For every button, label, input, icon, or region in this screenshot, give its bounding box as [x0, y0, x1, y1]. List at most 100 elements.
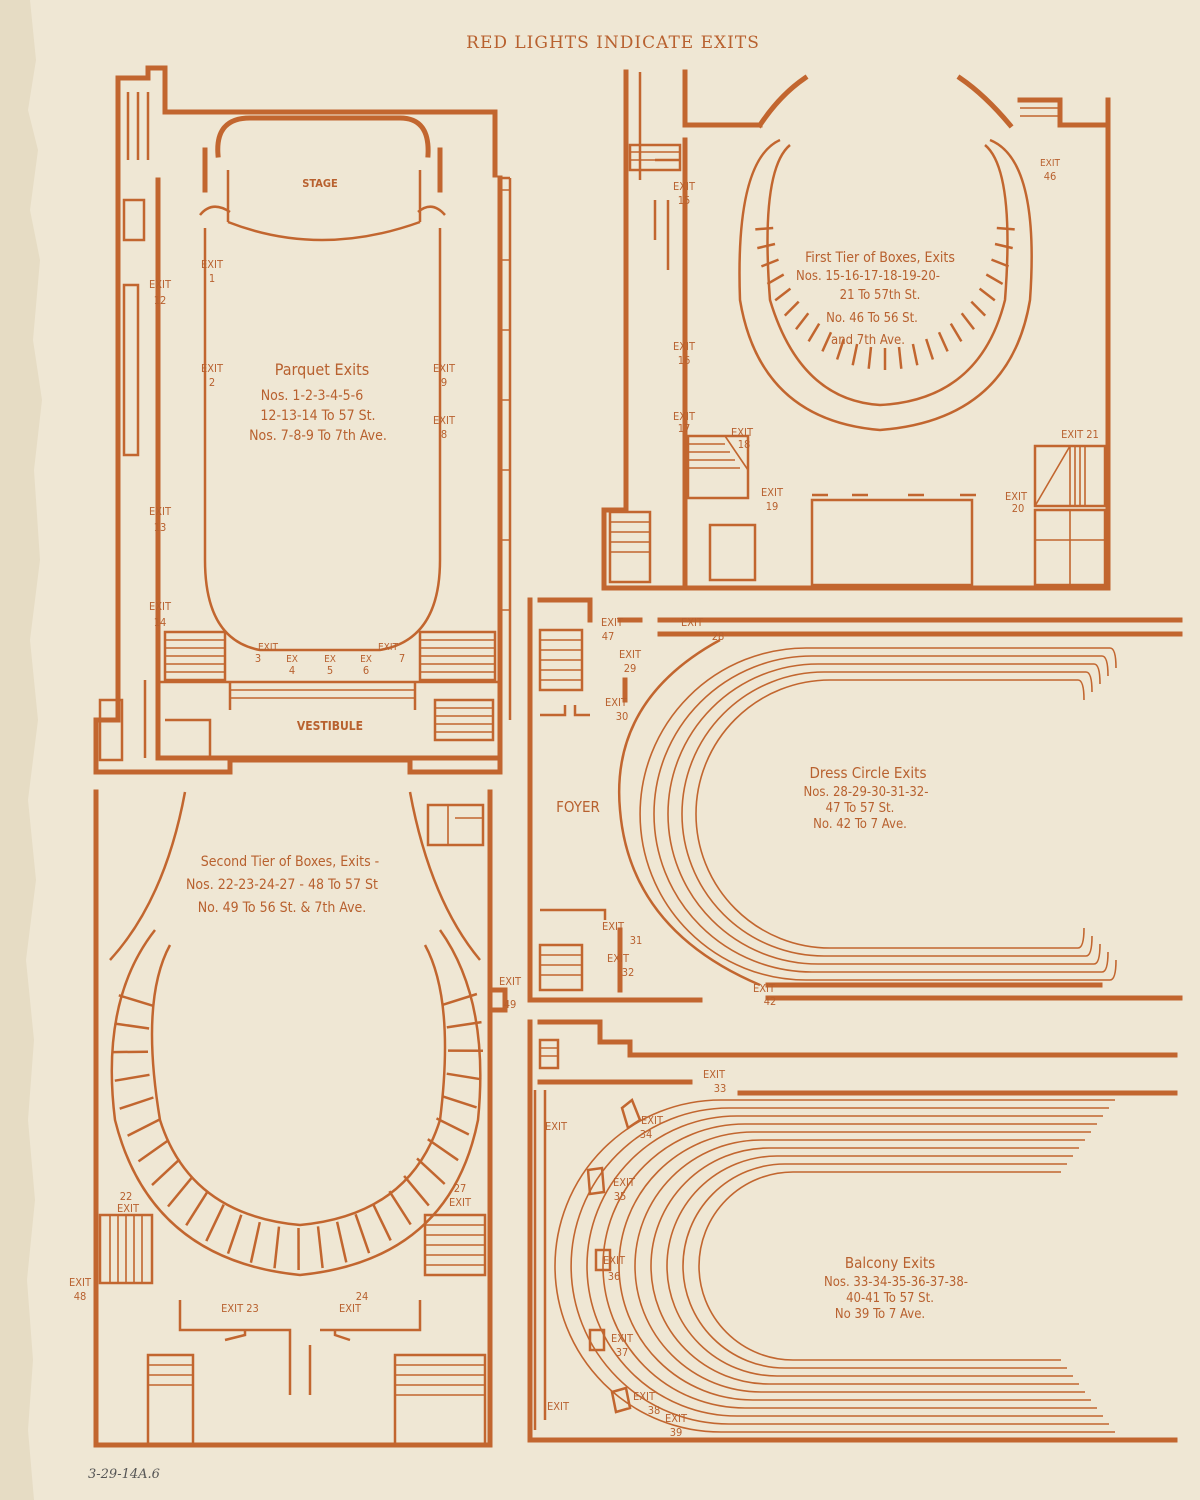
archive-annotation: 3-29-14A.6: [88, 1467, 160, 1482]
box-partition: [335, 1221, 348, 1263]
box-partition: [996, 226, 1015, 231]
box-partition: [114, 1073, 150, 1082]
box-partition: [897, 346, 903, 369]
exit-8-label: EXIT: [433, 414, 456, 427]
exit-8-number: 8: [441, 428, 447, 441]
dress-circle-plan: [527, 597, 1183, 1003]
dress-circle-seating-row: [681, 671, 1086, 957]
balcony-seating-row: [682, 1163, 1067, 1369]
exit-9-number: 9: [441, 376, 447, 389]
dress-circle-row-end: [1101, 951, 1109, 973]
box-partition: [446, 1020, 482, 1029]
first-tier-line-1: Nos. 15-16-17-18-19-20-: [796, 269, 940, 284]
exit-38-number: 38: [648, 1404, 661, 1417]
exit-6-number: 6: [363, 664, 369, 677]
box-partition: [127, 1118, 161, 1137]
exit-29-label: EXIT: [619, 648, 642, 661]
exit-47-label: EXIT: [601, 616, 624, 629]
box-partition: [760, 258, 779, 268]
dress-circle-row-end: [1077, 679, 1085, 701]
box-partition: [937, 331, 949, 352]
balcony-line-3: No 39 To 7 Ave.: [835, 1307, 925, 1322]
exit-15-label: EXIT: [673, 180, 696, 193]
box-partition: [137, 1139, 170, 1163]
dress-circle-row-end: [1109, 959, 1117, 981]
vestibule-label: VESTIBULE: [297, 719, 363, 733]
exit-39-label: EXIT: [665, 1412, 688, 1425]
exit-1-label: EXIT: [201, 258, 224, 271]
first-tier-title: First Tier of Boxes, Exits: [805, 250, 955, 266]
box-partition: [978, 287, 996, 302]
exit-1-number: 1: [209, 272, 215, 285]
exit-34-number: 34: [640, 1128, 653, 1141]
exit-6-label: EX: [360, 654, 372, 665]
second-tier-plan: [93, 789, 508, 1448]
exit-17-label: EXIT: [673, 410, 696, 423]
box-partition: [167, 1175, 194, 1208]
second-tier-exit-labels: 22 EXIT 27 EXIT EXIT 48 EXIT 49 EXIT 23 …: [69, 975, 522, 1315]
exit-20-label: EXIT: [1005, 490, 1028, 503]
exit-29-number: 29: [624, 662, 637, 675]
exit-47-number: 47: [602, 630, 615, 643]
exit-18-number: 18: [738, 438, 751, 451]
exit-31-number: 31: [630, 934, 643, 947]
exit-28-number: 28: [712, 630, 725, 643]
box-partition: [991, 258, 1010, 268]
foyer-label: FOYER: [556, 798, 600, 816]
exit-33-number: 33: [714, 1082, 727, 1095]
exit-19-number: 19: [766, 500, 779, 513]
exit-27-number: 27: [454, 1182, 467, 1195]
box-partition: [118, 994, 154, 1007]
exit-4-number: 4: [289, 664, 295, 677]
balcony-seating-row: [650, 1147, 1079, 1385]
exit-48-number: 48: [74, 1290, 87, 1303]
box-partition: [774, 287, 792, 302]
exit-17-number: 17: [678, 422, 691, 435]
box-partition: [446, 1072, 482, 1081]
exit-38-label: EXIT: [633, 1390, 656, 1403]
box-partition: [755, 226, 774, 231]
exit-30-number: 30: [616, 710, 629, 723]
exit-2-number: 2: [209, 376, 215, 389]
balcony-line-1: Nos. 33-34-35-36-37-38-: [824, 1275, 968, 1290]
balcony-rows: [554, 1099, 1115, 1433]
box-partition: [114, 1022, 150, 1030]
exit-13-label: EXIT: [149, 505, 172, 518]
box-partition: [925, 338, 935, 360]
dress-circle-row-end: [1077, 927, 1085, 949]
first-tier-line-3: No. 46 To 56 St.: [826, 311, 918, 326]
exit-30-label: EXIT: [605, 696, 628, 709]
dress-circle-seating-row: [695, 679, 1078, 949]
exit-42-number: 42: [764, 995, 777, 1008]
box-partition: [807, 322, 821, 343]
exit-20-number: 20: [1012, 502, 1025, 515]
parquet-line-3: Nos. 7-8-9 To 7th Ave.: [249, 428, 387, 444]
box-partition: [442, 1095, 477, 1109]
second-tier-line-2: No. 49 To 56 St. & 7th Ave.: [198, 900, 367, 916]
exit-3-label: EXIT: [258, 642, 278, 653]
exit-22-label: EXIT: [117, 1202, 140, 1215]
exit-5-number: 5: [327, 664, 333, 677]
box-partition: [994, 242, 1013, 250]
exit-14-label: EXIT: [149, 600, 172, 613]
torn-paper-edge: [0, 0, 42, 1500]
balcony-title: Balcony Exits: [845, 1254, 935, 1272]
dress-circle-row-end: [1101, 655, 1109, 677]
exit-39-number: 39: [670, 1426, 683, 1439]
balcony-seating-row: [634, 1139, 1085, 1393]
first-tier-exit-labels: EXIT 15 EXIT 16 EXIT 17 EXIT 18 EXIT 19 …: [673, 158, 1099, 515]
exit-49-label: EXIT: [499, 975, 522, 988]
box-partition: [416, 1157, 446, 1185]
box-partition: [911, 343, 919, 366]
parquet-exit-labels: EXIT 1 EXIT 2 EXIT 9 EXIT 8 EXIT 12 EXIT…: [149, 258, 456, 677]
exit-27-label: EXIT: [449, 1196, 472, 1209]
box-partition: [867, 346, 873, 369]
box-partition: [151, 1158, 181, 1187]
exit-24-label: EXIT: [339, 1302, 362, 1315]
dress-circle-title: Dress Circle Exits: [810, 764, 927, 782]
dress-circle-line-2: 47 To 57 St.: [826, 801, 895, 816]
exit-36-label: EXIT: [603, 1254, 626, 1267]
box-partition: [249, 1221, 262, 1263]
exit-13-number: 13: [154, 521, 167, 534]
